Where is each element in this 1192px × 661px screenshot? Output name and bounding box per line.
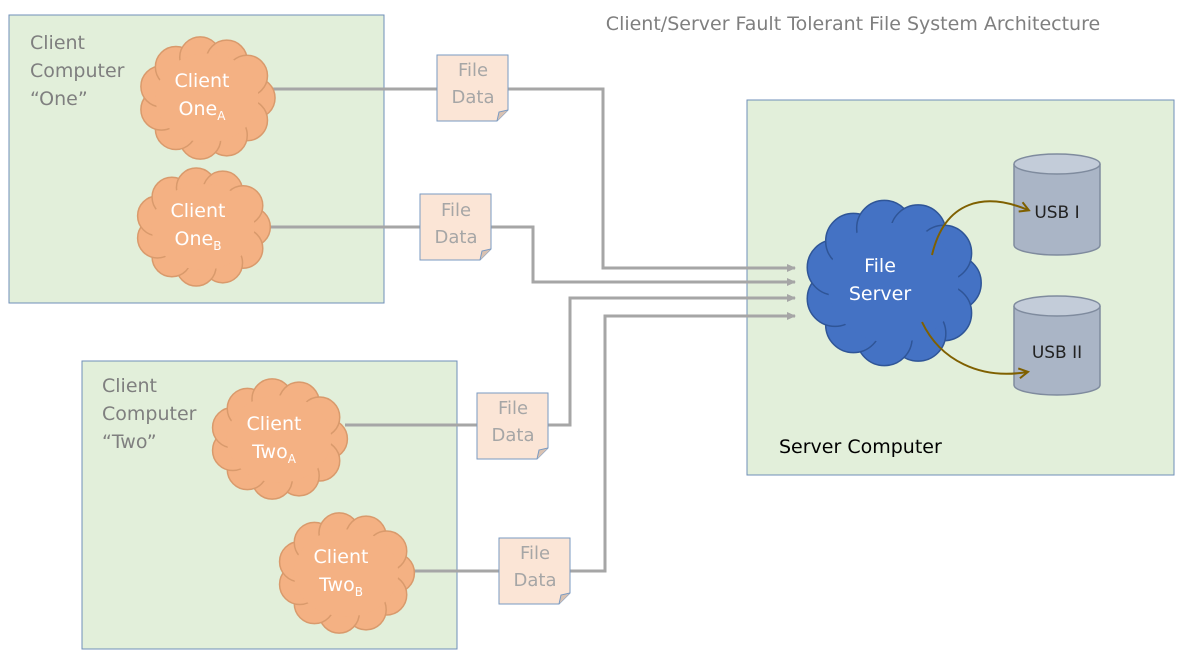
cloud-two-b-sub: B xyxy=(355,585,363,599)
arrow-server-usb1 xyxy=(931,200,1028,256)
client-two-label-line3: “Two” xyxy=(102,431,157,453)
file-doc-4: File Data xyxy=(498,537,571,605)
file-doc-3-line1: File xyxy=(498,398,528,419)
usb-disk-2-body xyxy=(1013,306,1101,396)
file-doc-4-line1: File xyxy=(520,543,550,564)
connector-one-b xyxy=(268,225,796,286)
connector-two-a xyxy=(345,294,796,427)
cloud-one-b-line1: Client xyxy=(170,200,225,222)
cloud-one-a: Client OneA xyxy=(140,36,276,160)
file-server-line1: File xyxy=(864,255,896,277)
cloud-one-b-shape xyxy=(136,167,272,287)
usb-disk-1-top xyxy=(1013,153,1101,175)
cloud-two-b-name: Two xyxy=(318,574,355,596)
file-doc-1: File Data xyxy=(436,54,509,122)
file-doc-2-line1: File xyxy=(441,200,471,221)
cloud-two-a: Client TwoA xyxy=(211,378,349,500)
cloud-two-a-line2: TwoA xyxy=(251,441,297,466)
cloud-one-a-sub: A xyxy=(217,109,226,123)
client-one-label-line1: Client xyxy=(30,32,85,54)
usb-disk-2-top xyxy=(1013,295,1101,317)
client-two-label-line1: Client xyxy=(102,375,157,397)
server-label: Server Computer xyxy=(779,436,942,458)
diagram-title: Client/Server Fault Tolerant File System… xyxy=(606,13,1100,35)
cloud-two-a-shape xyxy=(211,378,349,500)
cloud-one-a-name: One xyxy=(179,98,218,120)
usb-disk-1-label: USB I xyxy=(1034,203,1079,223)
cloud-file-server: File Server xyxy=(806,199,982,367)
cloud-two-a-sub: A xyxy=(288,452,297,466)
file-doc-1-line1: File xyxy=(458,60,488,81)
client-two-label-line2: Computer xyxy=(102,403,197,425)
file-doc-2-line2: Data xyxy=(435,227,478,248)
usb-disk-2-label: USB II xyxy=(1032,343,1082,363)
cloud-two-a-line1: Client xyxy=(246,413,301,435)
usb-disk-2: USB II xyxy=(1013,295,1101,396)
usb-disk-1: USB I xyxy=(1013,153,1101,256)
cloud-two-b-shape xyxy=(278,512,416,634)
cloud-one-b-line2: OneB xyxy=(175,228,222,253)
cloud-one-b-sub: B xyxy=(213,239,221,253)
connector-two-b xyxy=(412,312,796,573)
cloud-file-server-shape xyxy=(806,199,982,367)
cloud-one-a-line2: OneA xyxy=(179,98,227,123)
cloud-two-a-name: Two xyxy=(251,441,288,463)
cloud-two-b: Client TwoB xyxy=(278,512,416,634)
client-one-label-line3: “One” xyxy=(30,88,88,110)
file-doc-2: File Data xyxy=(419,193,492,261)
cloud-two-b-line2: TwoB xyxy=(318,574,363,599)
cloud-one-a-shape xyxy=(140,36,276,160)
cloud-two-b-line1: Client xyxy=(313,546,368,568)
client-one-label-line2: Computer xyxy=(30,60,125,82)
cloud-one-a-line1: Client xyxy=(174,70,229,92)
file-doc-3: File Data xyxy=(476,392,549,460)
file-doc-4-line2: Data xyxy=(514,570,557,591)
file-doc-1-line2: Data xyxy=(452,87,495,108)
arrow-server-usb2 xyxy=(921,321,1027,374)
file-doc-3-line2: Data xyxy=(492,425,535,446)
cloud-one-b: Client OneB xyxy=(136,167,272,287)
usb-disk-1-body xyxy=(1013,164,1101,256)
cloud-one-b-name: One xyxy=(175,228,214,250)
file-server-line2: Server xyxy=(849,283,911,305)
